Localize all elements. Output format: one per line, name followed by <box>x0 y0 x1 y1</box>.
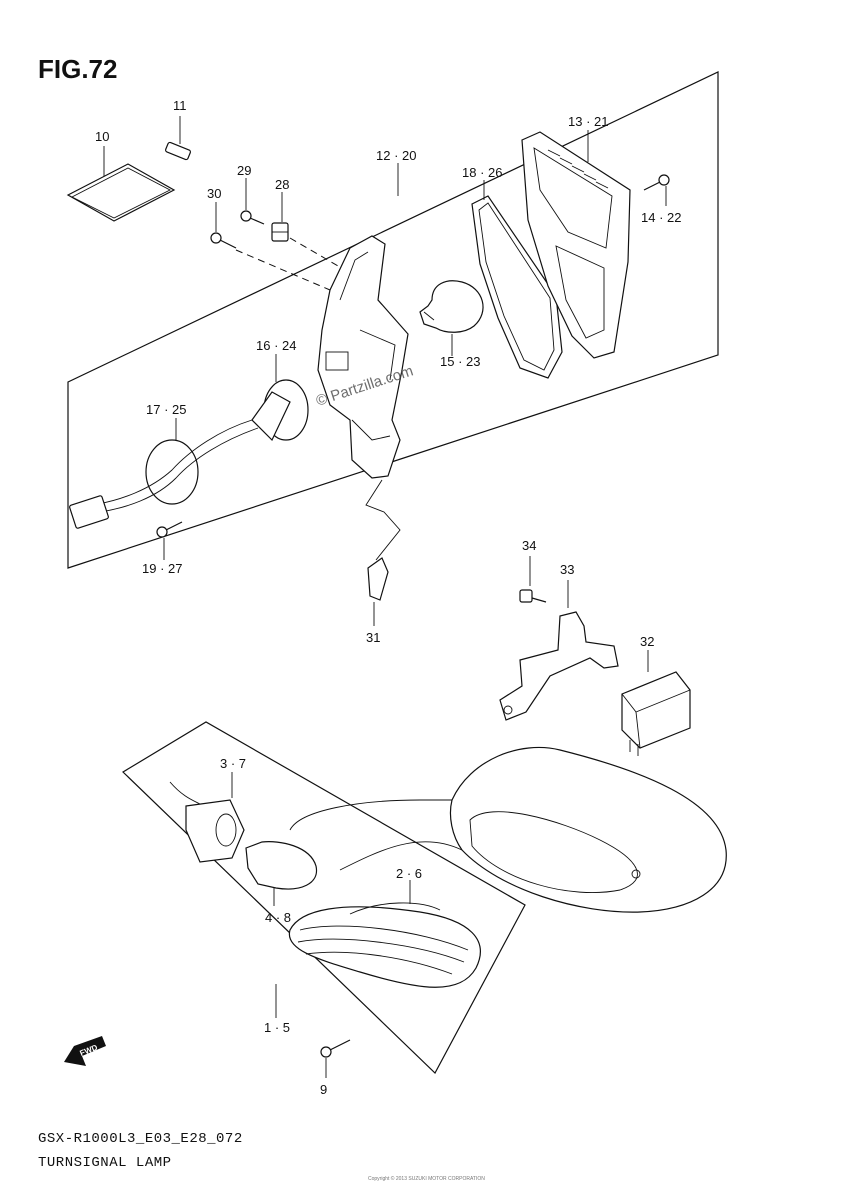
part-3-socket[interactable] <box>169 781 245 863</box>
part-31-clip[interactable] <box>367 557 389 601</box>
callout-17: 17 · 25 <box>146 402 186 417</box>
callout-32: 32 <box>640 634 654 649</box>
callout-16: 16 · 24 <box>256 338 296 353</box>
part-18-gasket[interactable] <box>471 195 563 379</box>
callout-15: 15 · 23 <box>440 354 480 369</box>
callout-28: 28 <box>275 177 289 192</box>
part-33-bracket[interactable] <box>499 611 619 721</box>
footer-model-code: GSX-R1000L3_E03_E28_072 <box>38 1131 243 1147</box>
part-14-screw[interactable] <box>643 174 670 191</box>
part-15-bulb[interactable] <box>419 280 484 333</box>
part-16-socket[interactable] <box>251 379 309 442</box>
callout-31: 31 <box>366 630 380 645</box>
mirror-housing <box>289 746 727 913</box>
figure-title: FIG.72 <box>38 54 117 84</box>
upper-group-frame <box>67 71 719 569</box>
part-28-nut[interactable] <box>271 222 289 242</box>
part-2-lens[interactable] <box>288 902 481 988</box>
part-13-lens[interactable] <box>521 131 631 359</box>
lower-group-frame <box>122 721 526 1074</box>
callout-2: 2 · 6 <box>396 866 422 881</box>
callout-33: 33 <box>560 562 574 577</box>
footer-section-name: TURNSIGNAL LAMP <box>38 1155 172 1171</box>
part-30-screw[interactable] <box>210 232 237 249</box>
part-9-screw[interactable] <box>320 1039 351 1058</box>
callout-19: 19 · 27 <box>142 561 182 576</box>
callout-13: 13 · 21 <box>568 114 608 129</box>
part-11-clip[interactable] <box>165 141 191 161</box>
callout-4: 4 · 8 <box>265 910 291 925</box>
callout-30: 30 <box>207 186 221 201</box>
part-34-bolt[interactable] <box>519 589 547 603</box>
callout-10: 10 <box>95 129 109 144</box>
callout-9: 9 <box>320 1082 327 1097</box>
part-29-screw[interactable] <box>240 210 265 225</box>
callout-1: 1 · 5 <box>264 1020 290 1035</box>
callout-12: 12 · 20 <box>376 148 416 163</box>
callout-14: 14 · 22 <box>641 210 681 225</box>
part-17-harness[interactable] <box>69 419 259 529</box>
callout-34: 34 <box>522 538 536 553</box>
callout-3: 3 · 7 <box>220 756 246 771</box>
fwd-arrow-icon: FWD <box>64 1036 106 1066</box>
callout-18: 18 · 26 <box>462 165 502 180</box>
part-12-bracket[interactable] <box>317 235 409 479</box>
part-32-relay[interactable] <box>621 671 691 756</box>
callout-29: 29 <box>237 163 251 178</box>
callout-11: 11 <box>173 98 187 113</box>
footer-copyright: Copyright © 2013 SUZUKI MOTOR CORPORATIO… <box>368 1175 485 1182</box>
part-19-screw[interactable] <box>156 521 183 538</box>
part-10-reflector-sheet[interactable] <box>66 163 176 222</box>
part-4-bulb[interactable] <box>245 841 318 890</box>
